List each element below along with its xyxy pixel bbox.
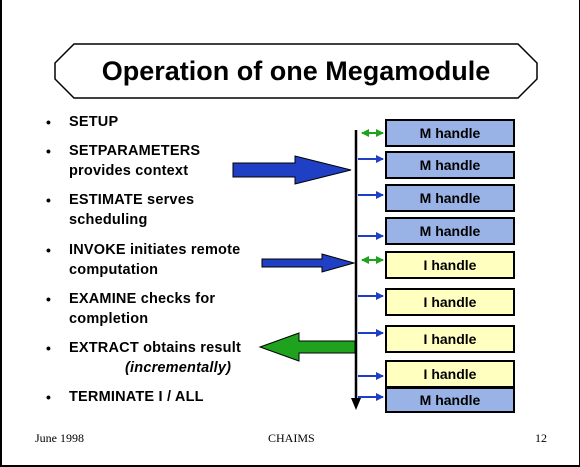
m-handle-box: M handle <box>385 217 515 245</box>
footer-center: CHAIMS <box>268 431 315 445</box>
slide-title: Operation of one Megamodule <box>101 55 491 86</box>
bullet-text: SETPARAMETERS provides context <box>69 143 201 179</box>
bullet-text: SETUP <box>69 114 119 130</box>
title-frame <box>54 43 538 99</box>
bullet-dot-icon: • <box>46 143 52 159</box>
bullet-dot-icon: • <box>46 340 52 356</box>
footer-page-number: 12 <box>535 431 547 445</box>
m-handle-box: M handle <box>385 387 515 413</box>
m-handle-box: M handle <box>385 184 515 212</box>
m-handle-box: M handle <box>385 151 515 179</box>
bullet-text: ESTIMATE serves scheduling <box>69 192 195 228</box>
timeline-arrowhead-icon <box>351 398 361 410</box>
bullet-dot-icon: • <box>46 242 52 258</box>
bullet-text-italic: (incrementally) <box>125 360 232 376</box>
bullet-text: EXAMINE checks for completion <box>69 291 216 327</box>
i-handle-box: I handle <box>385 288 515 316</box>
extract-arrow-icon <box>258 332 356 362</box>
bullet-dot-icon: • <box>46 291 52 307</box>
i-handle-box: I handle <box>385 360 515 388</box>
bullet-text: EXTRACT obtains result (incrementally) <box>69 338 269 378</box>
setparameters-arrow-icon <box>232 155 352 185</box>
bullet-dot-icon: • <box>46 114 52 130</box>
bullet-text: TERMINATE I / ALL <box>69 389 204 405</box>
i-handle-box: I handle <box>385 251 515 279</box>
bullet-dot-icon: • <box>46 192 52 208</box>
m-handle-box: M handle <box>385 119 515 147</box>
footer-date: June 1998 <box>35 431 84 445</box>
invoke-arrow-icon <box>261 253 356 273</box>
bullet-text: INVOKE initiates remote computation <box>69 242 241 278</box>
bullet-text-main: EXTRACT obtains result <box>69 340 241 356</box>
i-handle-box: I handle <box>385 325 515 353</box>
title-box: Operation of one Megamodule <box>54 43 538 99</box>
bullet-dot-icon: • <box>46 389 52 405</box>
